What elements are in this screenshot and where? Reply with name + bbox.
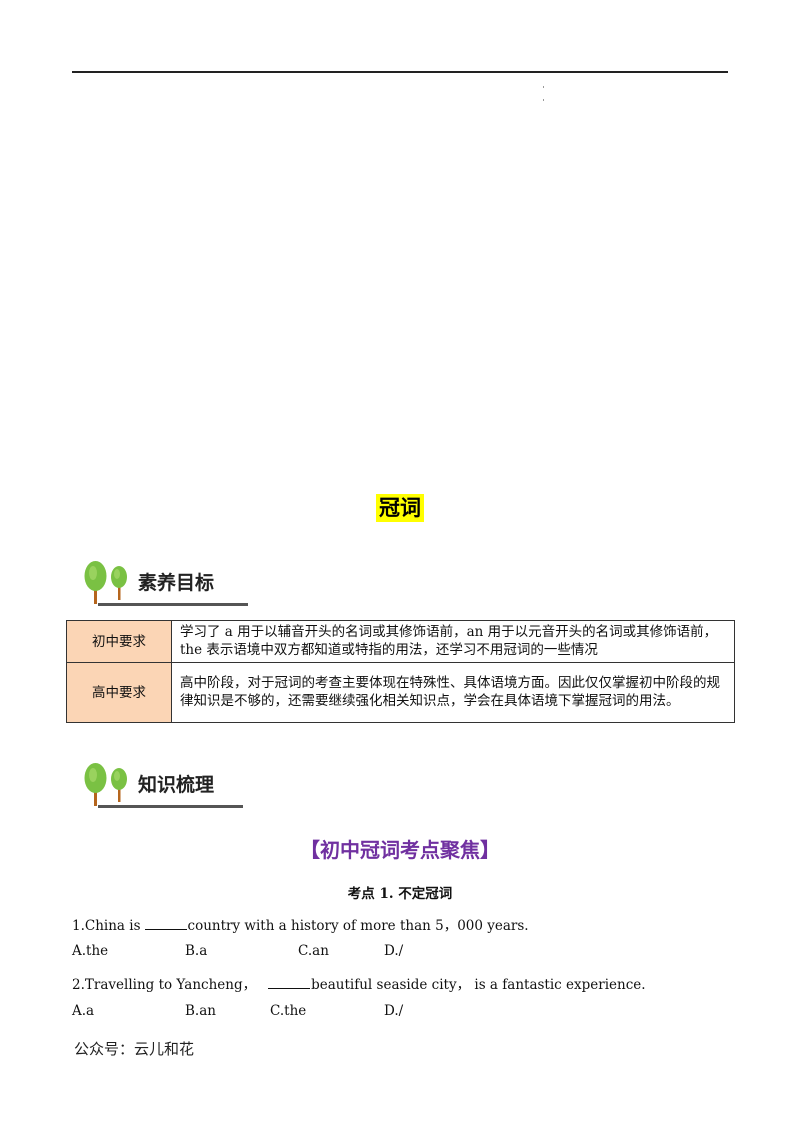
tree-icon [84,763,127,806]
footer-account: 公众号：云儿和花 [74,1040,195,1058]
subtitle: 【初中冠词考点聚焦】 [300,838,500,862]
header-mark [543,86,544,88]
section-header-goals: 素养目标 [80,560,250,608]
table-row: 高中要求 高中阶段，对于冠词的考查主要体现在特殊性、具体语境方面。因此仅仅掌握初… [66,662,735,723]
table-value-cell: 学习了 a 用于以辅音开头的名词或其修饰语前，an 用于以元音开头的名词或其修饰… [171,620,735,663]
table-key-cell: 高中要求 [66,662,172,723]
question-text-after: country with a history of more than 5，00… [187,918,529,934]
question-stem: 2.Travelling to Yancheng， beautiful seasi… [72,973,646,993]
option-b: B.an [185,1003,216,1019]
section-label-goals: 素养目标 [138,572,215,594]
table-key-cell: 初中要求 [66,620,172,663]
header-mark [543,99,544,101]
option-d: D./ [384,1003,404,1019]
question-text-before: 1.China is [72,918,141,934]
question-text-after: beautiful seaside city， is a fantastic e… [311,977,646,993]
goals-table: 初中要求 学习了 a 用于以辅音开头的名词或其修饰语前，an 用于以元音开头的名… [66,620,735,723]
section-header-knowledge: 知识梳理 [80,762,245,810]
answer-blank [144,917,187,930]
section-label-knowledge: 知识梳理 [138,774,215,796]
question-text-before: 2.Travelling to Yancheng， [72,977,257,993]
option-b: B.a [185,943,208,959]
tree-icon [84,561,127,604]
table-value-cell: 高中阶段，对于冠词的考查主要体现在特殊性、具体语境方面。因此仅仅掌握初中阶段的规… [171,662,735,723]
option-c: C.the [270,1003,307,1019]
title-block: 冠词 [0,494,800,522]
page-title: 冠词 [376,494,424,522]
point-heading: 考点 1. 不定冠词 [347,886,453,902]
table-row: 初中要求 学习了 a 用于以辅音开头的名词或其修饰语前，an 用于以元音开头的名… [66,620,735,663]
option-d: D./ [384,943,404,959]
option-a: A.a [72,1003,95,1019]
option-a: A.the [72,943,109,959]
question-stem: 1.China is country with a history of more… [72,914,529,934]
option-c: C.an [298,943,329,959]
answer-blank [268,976,311,989]
section-underline [98,805,243,808]
header-rule [72,71,728,73]
section-underline [98,603,248,606]
